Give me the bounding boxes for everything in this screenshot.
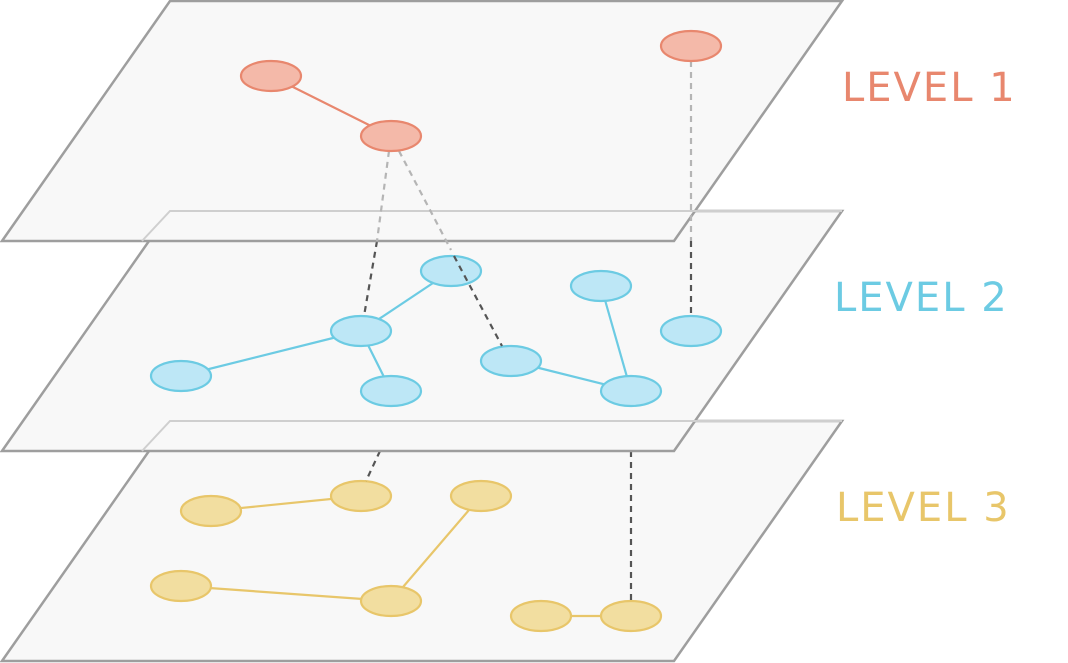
level3-node <box>449 479 513 513</box>
level2-nodes <box>149 254 723 408</box>
level2-node <box>599 374 663 408</box>
level2-edge <box>180 329 362 378</box>
link-dashed <box>362 240 379 317</box>
level1-node <box>359 119 423 153</box>
level2-group <box>0 209 845 453</box>
link-dashed-hidden <box>375 150 391 242</box>
level3-node <box>179 494 243 528</box>
level2-node <box>359 374 423 408</box>
level2-edge <box>599 285 633 392</box>
level2-node <box>569 269 633 303</box>
level3-edge <box>180 584 392 603</box>
level1-label: LEVEL 1 <box>842 65 1017 111</box>
level2-label: LEVEL 2 <box>834 275 1009 321</box>
inter-level-links-1-2-upper <box>375 61 693 251</box>
level1-nodes <box>239 29 723 153</box>
level1-group <box>0 0 845 251</box>
level3-plane-hidden-edge <box>141 420 842 452</box>
level3-node <box>359 584 423 618</box>
level3-node <box>329 479 393 513</box>
level2-plane-hidden-edge <box>141 210 842 242</box>
link-dashed <box>453 255 503 347</box>
level3-plane <box>0 419 845 663</box>
level3-label: LEVEL 3 <box>836 485 1011 531</box>
level2-node <box>329 314 393 348</box>
level3-node <box>599 599 663 633</box>
level2-node <box>149 359 213 393</box>
level1-node <box>239 59 303 93</box>
level1-node <box>659 29 723 63</box>
inter-level-links-1-2-lower <box>362 240 693 347</box>
link-dashed-hidden <box>398 150 452 251</box>
level2-node <box>659 314 723 348</box>
level3-nodes <box>149 479 663 633</box>
level3-edge <box>390 495 482 602</box>
link-dashed <box>365 450 381 482</box>
level3-node <box>509 599 573 633</box>
level3-group <box>0 419 845 663</box>
level1-plane <box>0 0 845 243</box>
level3-node <box>149 569 213 603</box>
level2-node <box>419 254 483 288</box>
level2-node <box>479 344 543 378</box>
